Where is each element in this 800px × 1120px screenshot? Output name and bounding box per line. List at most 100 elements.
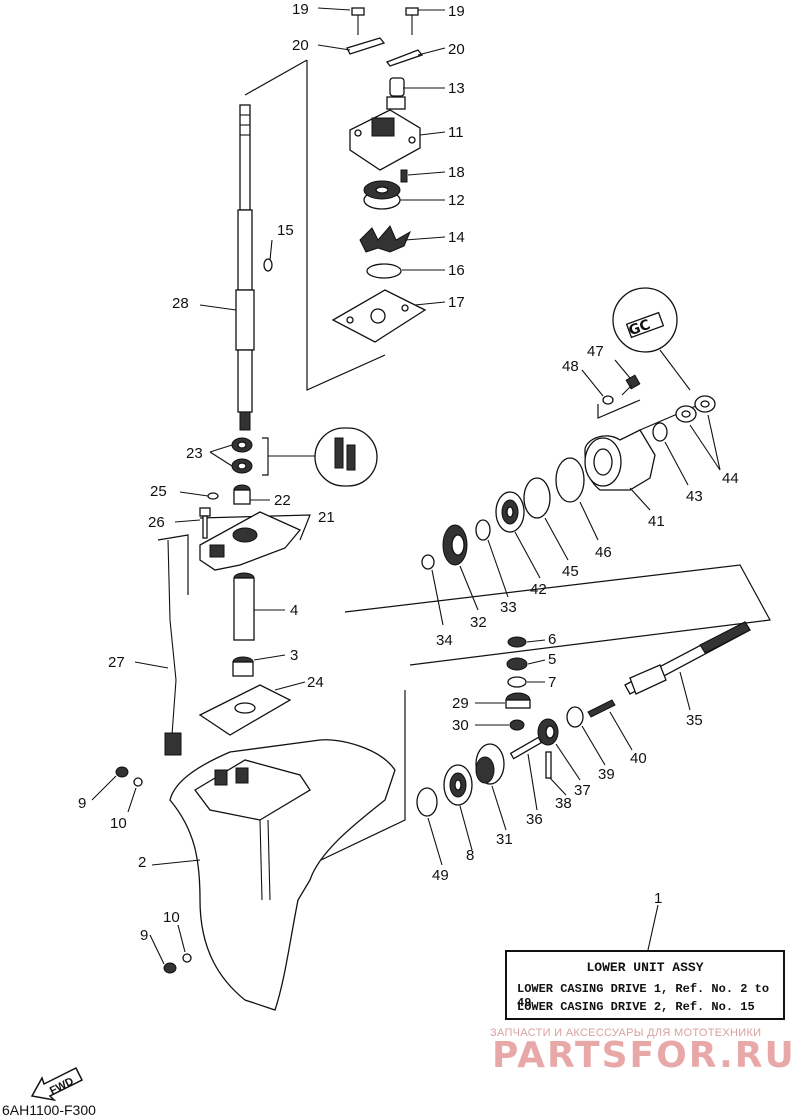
callout-43: 43 [686, 488, 703, 505]
oil-seal-housing-21 [199, 511, 302, 571]
watermark-caption: ЗАПЧАСТИ И АКСЕССУАРЫ ДЛЯ МОТОТЕХНИКИ [490, 1027, 762, 1039]
cross-pin-ring-39 [566, 706, 584, 728]
water-tube-4 [233, 572, 255, 641]
washer-7 [507, 676, 527, 688]
callout-17: 17 [448, 294, 465, 311]
insert-cartridge-12 [363, 180, 401, 210]
circlip-15 [263, 258, 273, 272]
o-ring-25 [207, 492, 219, 500]
callout-20-left: 20 [292, 37, 309, 54]
thrust-bearing-5 [506, 657, 528, 671]
callout-9-upper: 9 [78, 795, 86, 812]
gasket-24 [198, 684, 292, 736]
bolt-19-left [351, 7, 365, 35]
key-18 [400, 169, 408, 183]
callout-18: 18 [448, 164, 465, 181]
nut-30 [509, 719, 525, 731]
group-line-pump [244, 59, 308, 96]
o-ring-46 [555, 457, 585, 503]
washer-10-lower [182, 953, 192, 963]
lower-casing-2 [169, 739, 396, 1011]
callout-39: 39 [598, 766, 615, 783]
bolt-47 [621, 374, 641, 396]
callout-44: 44 [722, 470, 739, 487]
diagram-code: 6AH1100-F300 [2, 1102, 96, 1118]
callout-37: 37 [574, 782, 591, 799]
shim-49 [416, 787, 438, 817]
plate-20-left [346, 37, 386, 55]
bushing-22 [233, 484, 251, 505]
forward-gear-31 [475, 743, 505, 785]
callout-2: 2 [138, 854, 146, 871]
bolt-19-right [405, 7, 419, 35]
collar-3 [232, 656, 254, 677]
callout-42: 42 [530, 581, 547, 598]
impeller-14 [359, 225, 412, 253]
seal-detail-view [314, 427, 378, 487]
callout-8: 8 [466, 847, 474, 864]
dog-clutch-37 [537, 718, 559, 746]
oil-seal-43 [652, 422, 668, 442]
callout-24: 24 [307, 674, 324, 691]
info-box-title: LOWER UNIT ASSY [586, 960, 704, 975]
ball-bearing-42 [495, 491, 525, 533]
shift-rod-27 [164, 539, 182, 756]
o-ring-16 [366, 263, 402, 279]
callout-40: 40 [630, 750, 647, 767]
spring-40 [587, 699, 616, 718]
callout-49: 49 [432, 867, 449, 884]
callout-21: 21 [318, 509, 335, 526]
callout-28: 28 [172, 295, 189, 312]
callout-labels: 19 19 20 20 13 11 18 12 14 16 17 15 28 2… [78, 1, 739, 944]
bolt-26 [199, 507, 211, 539]
lower-unit-assy-box: LOWER UNIT ASSY LOWER CASING DRIVE 1, Re… [505, 950, 785, 1020]
callout-30: 30 [452, 717, 469, 734]
oil-seal-23 [231, 437, 253, 474]
callout-47: 47 [587, 343, 604, 360]
callout-32: 32 [470, 614, 487, 631]
callout-22: 22 [274, 492, 291, 509]
callout-4: 4 [290, 602, 298, 619]
callout-3: 3 [290, 647, 298, 664]
callout-7: 7 [548, 674, 556, 691]
leader-lines [91, 7, 721, 965]
callout-27: 27 [108, 654, 125, 671]
callout-38: 38 [555, 795, 572, 812]
callout-26: 26 [148, 514, 165, 531]
screw-9-upper [115, 766, 129, 778]
callout-25: 25 [150, 483, 167, 500]
bearing-housing-41 [584, 429, 656, 491]
group-line-27 [157, 534, 189, 595]
shift-plunger-36 [509, 736, 543, 760]
pinion-29 [505, 692, 531, 709]
callout-23: 23 [186, 445, 203, 462]
shim-34 [421, 554, 435, 570]
callout-6: 6 [548, 631, 556, 648]
callout-10-lower: 10 [163, 909, 180, 926]
shim-33 [475, 519, 491, 541]
callout-34: 34 [436, 632, 453, 649]
screw-9-lower [163, 962, 177, 974]
washer-48 [602, 395, 614, 405]
callout-15: 15 [277, 222, 294, 239]
washer-10-upper [133, 777, 143, 787]
callout-35: 35 [686, 712, 703, 729]
grommet-13 [386, 77, 406, 110]
callout-5: 5 [548, 651, 556, 668]
group-line-pump-left [306, 60, 386, 391]
group-line-lower [299, 690, 406, 871]
o-ring-45 [523, 477, 551, 519]
ball-bearing-8 [443, 764, 473, 806]
pump-housing-11 [349, 109, 421, 171]
shim-6 [507, 636, 527, 648]
callout-45: 45 [562, 563, 579, 580]
callout-14: 14 [448, 229, 465, 246]
callout-19-right: 19 [448, 3, 465, 20]
reverse-gear-32 [442, 524, 468, 566]
callout-31: 31 [496, 831, 513, 848]
callout-16: 16 [448, 262, 465, 279]
callout-29: 29 [452, 695, 469, 712]
drive-shaft-28 [235, 104, 255, 431]
callout-1: 1 [654, 890, 662, 907]
